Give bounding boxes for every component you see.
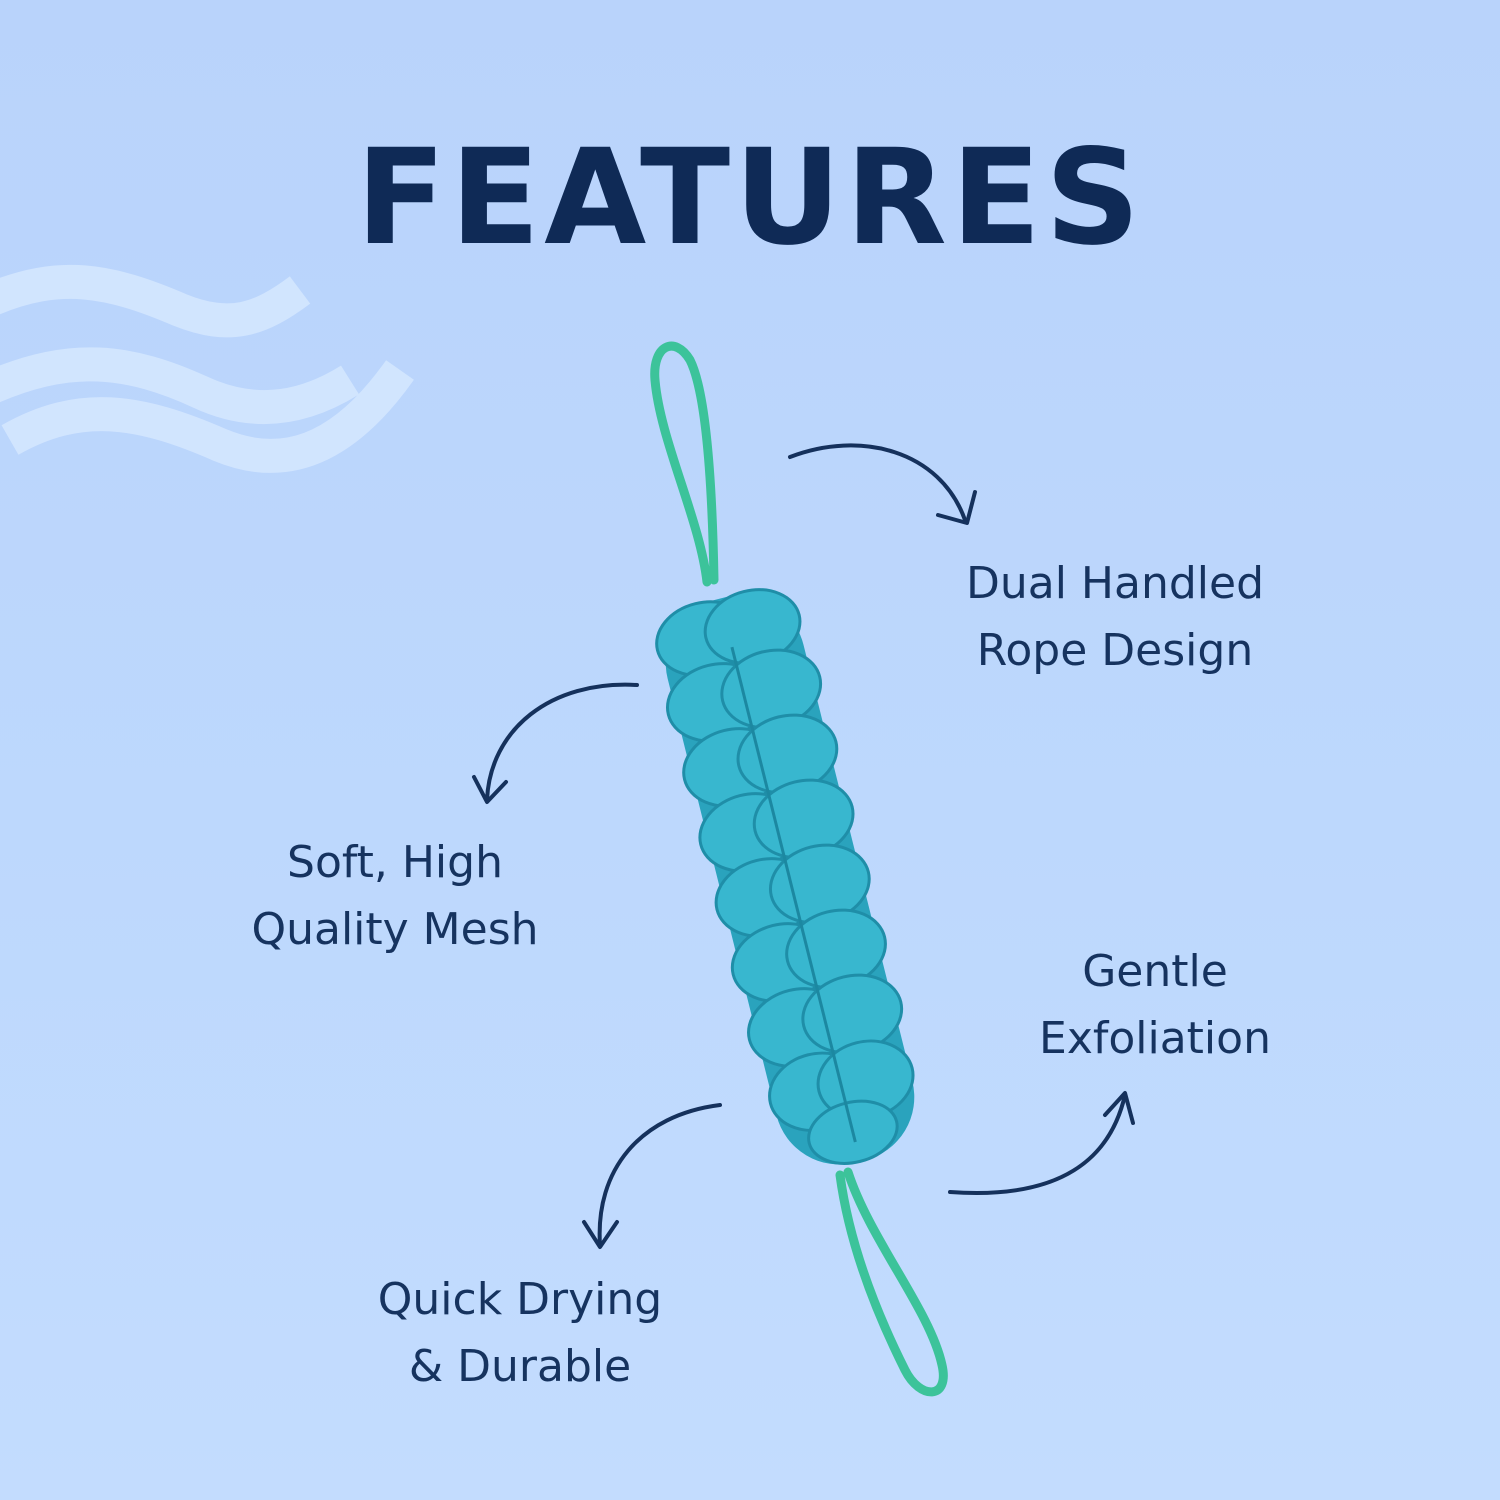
bottom-rope-handle [835,1167,948,1397]
top-rope-handle [650,341,719,587]
feature-line: Quality Mesh [251,904,539,955]
feature-quick-drying: Quick Drying & Durable [330,1266,710,1400]
feature-line: Gentle [1082,946,1228,997]
feature-line: Exfoliation [1039,1013,1271,1064]
feature-line: Quick Drying [377,1274,663,1325]
feature-line: & Durable [408,1341,632,1392]
arrow-to-soft-mesh [472,682,639,804]
wave-decoration [0,264,414,473]
arrow-to-gentle-exfoliation [948,1091,1135,1195]
feature-line: Soft, High [287,837,503,888]
loofah-scrubber-image [650,341,948,1397]
feature-gentle-exfoliation: Gentle Exfoliation [1005,938,1305,1072]
feature-dual-handled: Dual Handled Rope Design [915,550,1315,684]
feature-soft-mesh: Soft, High Quality Mesh [195,829,595,963]
feature-line: Dual Handled [965,558,1265,609]
arrow-to-quick-drying [582,1103,722,1249]
feature-line: Rope Design [976,625,1254,676]
page-title: FEATURES [355,121,1145,275]
arrow-to-dual-handled [788,443,977,525]
